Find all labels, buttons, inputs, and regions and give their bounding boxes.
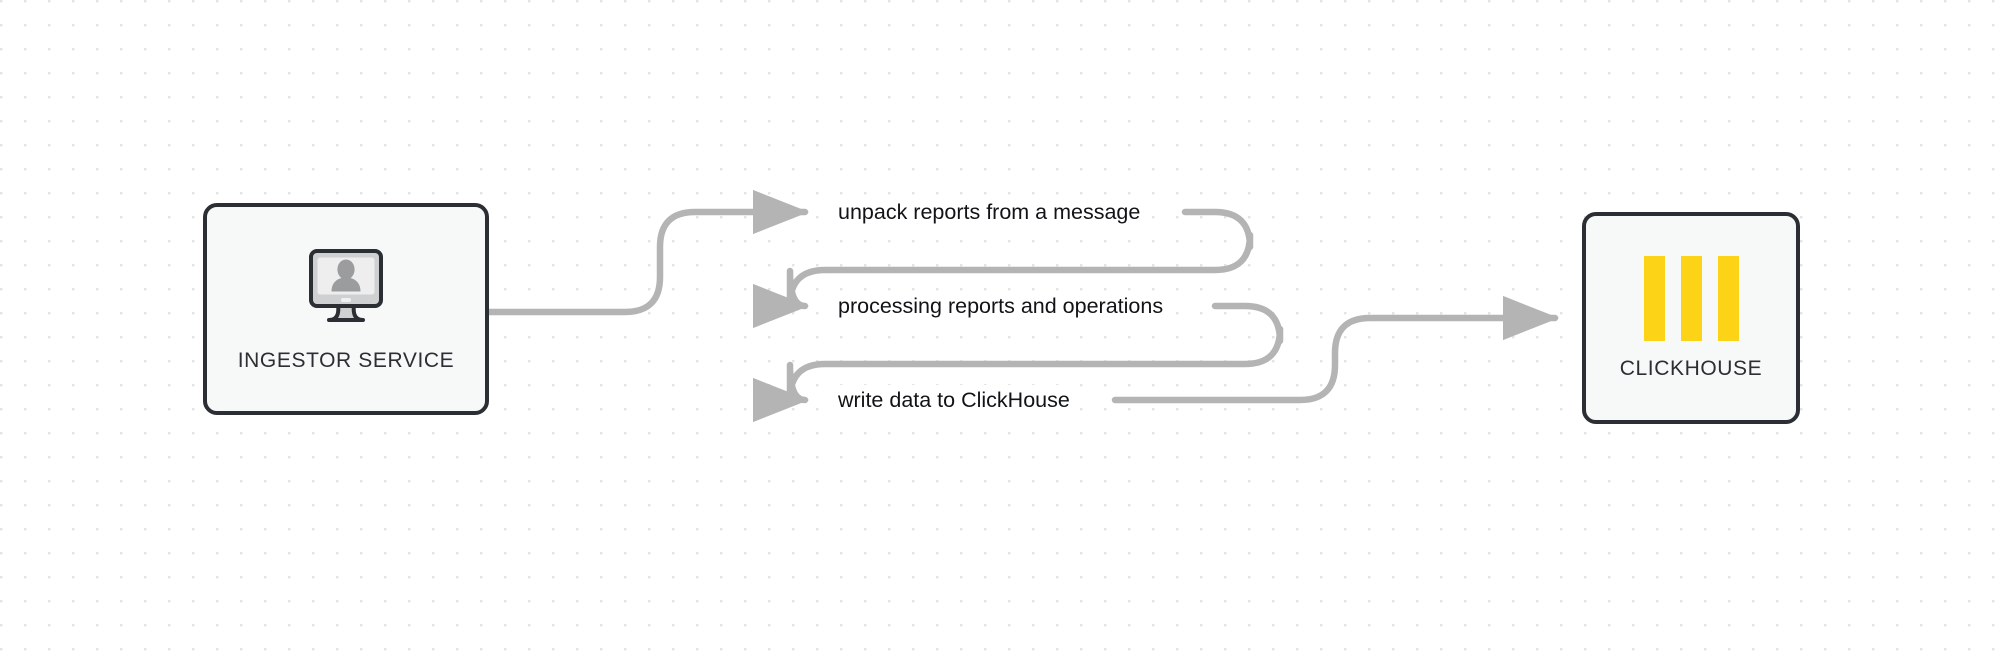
node-ingestor-service[interactable]: INGESTOR SERVICE [203,203,489,415]
monitor-user-icon [301,246,391,333]
node-clickhouse[interactable]: CLICKHOUSE [1582,212,1800,424]
clickhouse-bar-2 [1680,255,1702,341]
edge-label-write-data: write data to ClickHouse [832,385,1076,415]
clickhouse-bar-3 [1717,255,1739,341]
edge-label-processing-reports: processing reports and operations [832,291,1170,321]
node-label-ingestor-service: INGESTOR SERVICE [237,348,455,372]
node-label-clickhouse: CLICKHOUSE [1619,356,1763,380]
edge-ingestor-to-step1 [485,189,809,316]
clickhouse-bar-1 [1643,255,1665,341]
clickhouse-bars-icon [1643,255,1739,341]
edge-label-unpack-reports: unpack reports from a message [832,197,1147,227]
edge-step3-to-clickhouse [1111,295,1559,404]
